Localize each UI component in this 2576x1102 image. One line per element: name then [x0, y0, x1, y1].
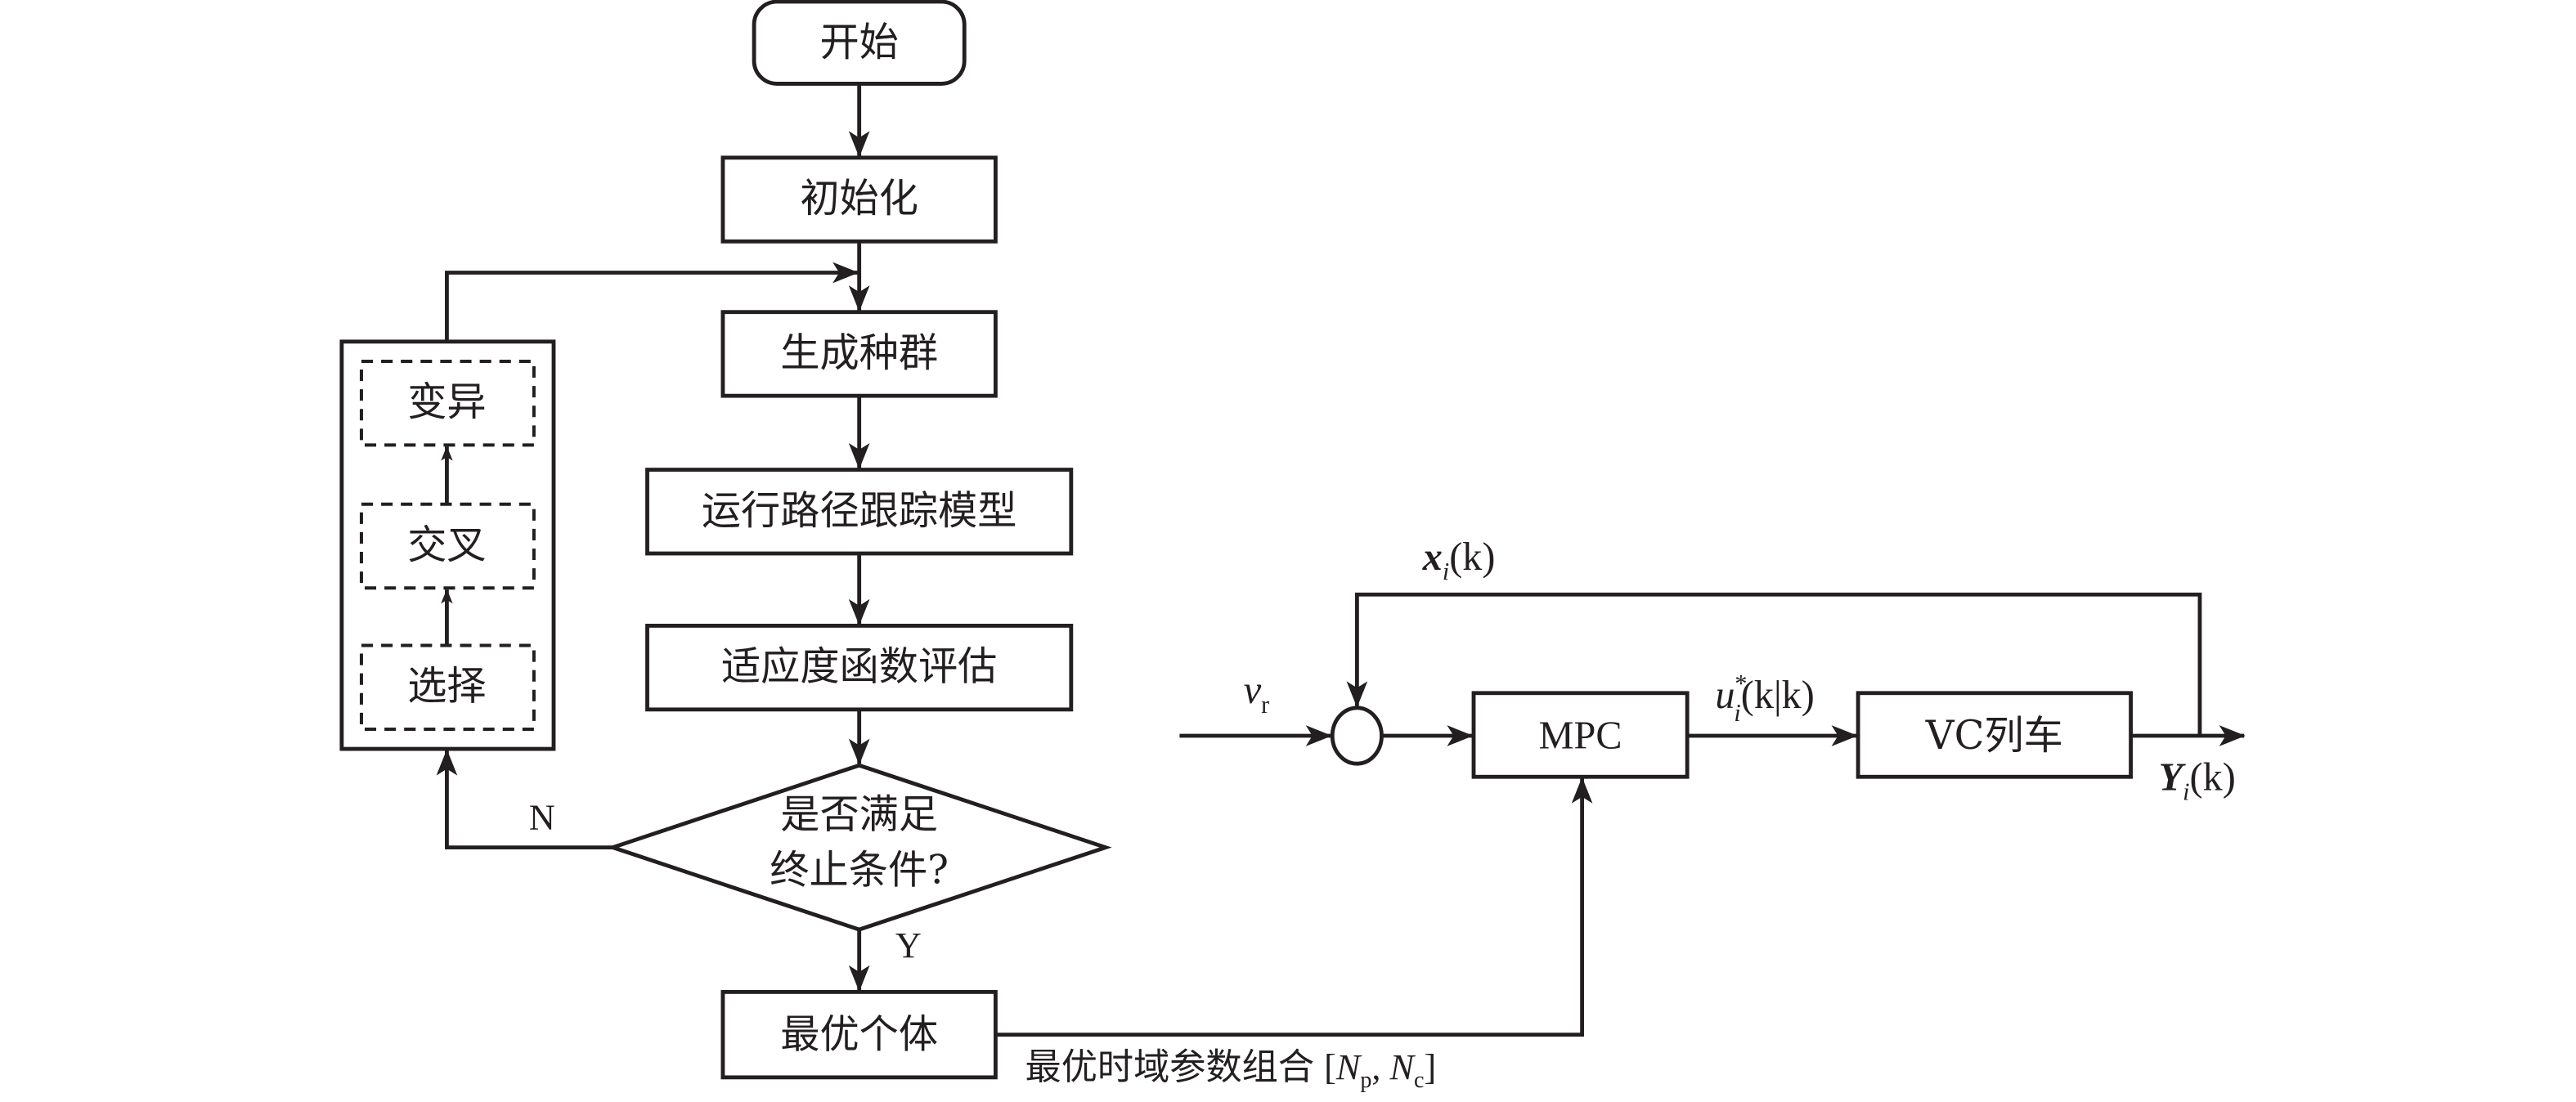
mpc-node: MPC: [1471, 691, 1690, 779]
no-label: N: [529, 798, 555, 838]
fitness-label: 适应度函数评估: [721, 644, 997, 690]
mutation-label: 变异: [407, 379, 486, 425]
arrow-best-to-mpc: [995, 777, 1593, 1037]
generate-population-node: 生成种群: [720, 310, 998, 398]
reference-label: vr: [1244, 669, 1269, 719]
decision-label-line1: 是否满足: [780, 791, 938, 837]
crossover-label: 交叉: [407, 522, 486, 568]
control-signal-label: u*i(k|k): [1715, 670, 1814, 727]
vc-train-node: VC列车: [1856, 691, 2133, 779]
yes-label: Y: [895, 925, 922, 965]
mpc-label: MPC: [1539, 715, 1622, 758]
init-label: 初始化: [800, 176, 918, 222]
crossover-node: 交叉: [359, 502, 536, 590]
arrow-decision-no: [436, 749, 613, 850]
fitness-node: 适应度函数评估: [645, 623, 1074, 712]
summing-junction: [1330, 706, 1384, 766]
arrow-feedback: [1346, 592, 2202, 737]
selection-label: 选择: [407, 664, 486, 710]
mutation-node: 变异: [359, 359, 536, 447]
decision-node: 是否满足 终止条件?: [606, 763, 1112, 932]
generate-population-label: 生成种群: [780, 330, 938, 376]
decision-label-line2: 终止条件?: [770, 848, 949, 894]
output-label: Yi(k): [2159, 755, 2236, 805]
ga-operators-group: 变异 交叉 选择: [339, 339, 556, 751]
start-label: 开始: [819, 20, 898, 65]
arrow-loop-back: [445, 262, 859, 342]
vc-train-label: VC列车: [1925, 713, 2063, 759]
feedback-label: xi(k): [1422, 535, 1496, 585]
init-node: 初始化: [720, 155, 998, 244]
best-individual-label: 最优个体: [780, 1012, 938, 1058]
run-model-label: 运行路径跟踪模型: [702, 488, 1017, 534]
output-params-label: 最优时域参数组合[Np, Nc]: [1025, 1047, 1437, 1093]
start-node: 开始: [752, 0, 967, 86]
best-individual-node: 最优个体: [720, 989, 998, 1080]
run-model-node: 运行路径跟踪模型: [645, 468, 1074, 556]
